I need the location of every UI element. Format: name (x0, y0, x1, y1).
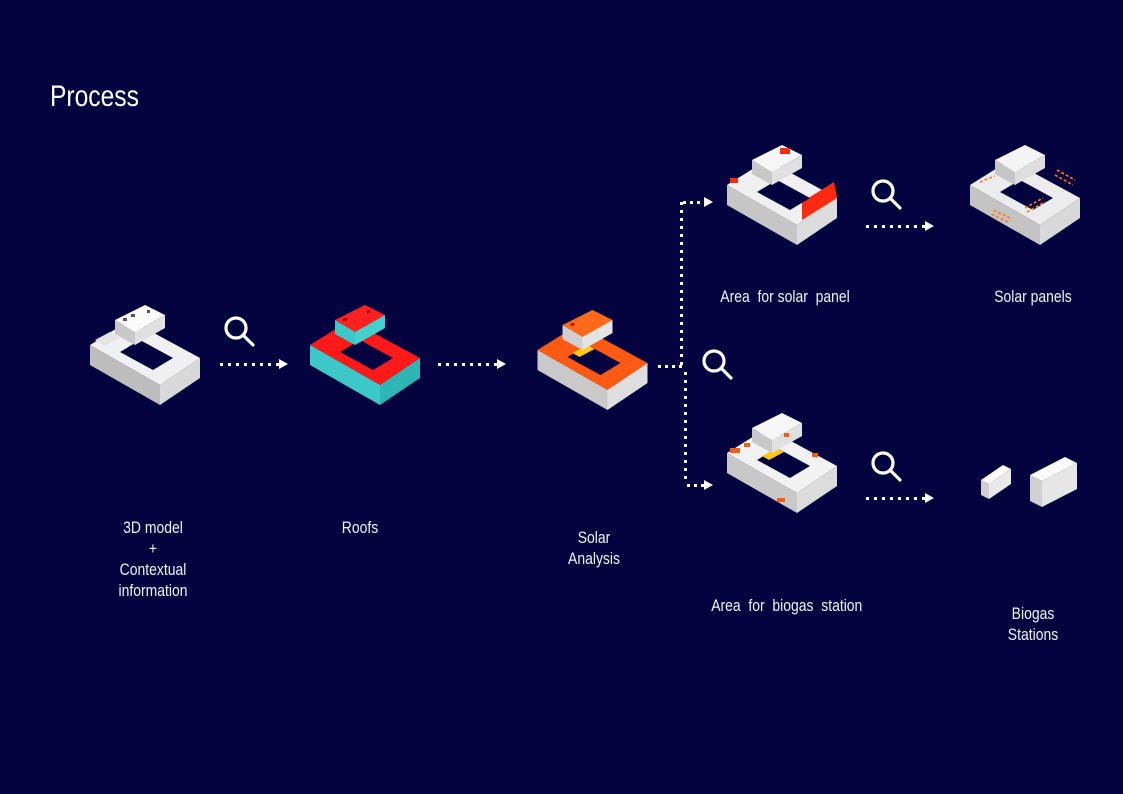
3d-model-image (90, 305, 200, 405)
solar-analysis-image (537, 310, 648, 410)
search-icon (702, 349, 733, 380)
area-solar-panel-image (727, 145, 837, 245)
roofs-image (310, 305, 420, 405)
solar-panels-image (970, 145, 1080, 245)
biogas-stations-image (981, 457, 1077, 507)
area-biogas-image (727, 413, 837, 513)
step-label-area-biogas: Area for biogas station (711, 596, 863, 615)
step-label-3d-model: 3D model + Contextual information (118, 518, 188, 600)
step-label-solar-panels: Solar panels (994, 287, 1072, 306)
search-icon (224, 316, 255, 347)
search-icon (871, 451, 902, 482)
search-icon (871, 179, 902, 210)
step-label-biogas-stations: Biogas Stations (1007, 604, 1059, 644)
step-label-area-solar-panel: Area for solar panel (720, 287, 850, 306)
page-title: Process (50, 80, 139, 113)
step-label-solar-analysis: Solar Analysis (568, 528, 620, 568)
step-label-roofs: Roofs (341, 518, 379, 537)
